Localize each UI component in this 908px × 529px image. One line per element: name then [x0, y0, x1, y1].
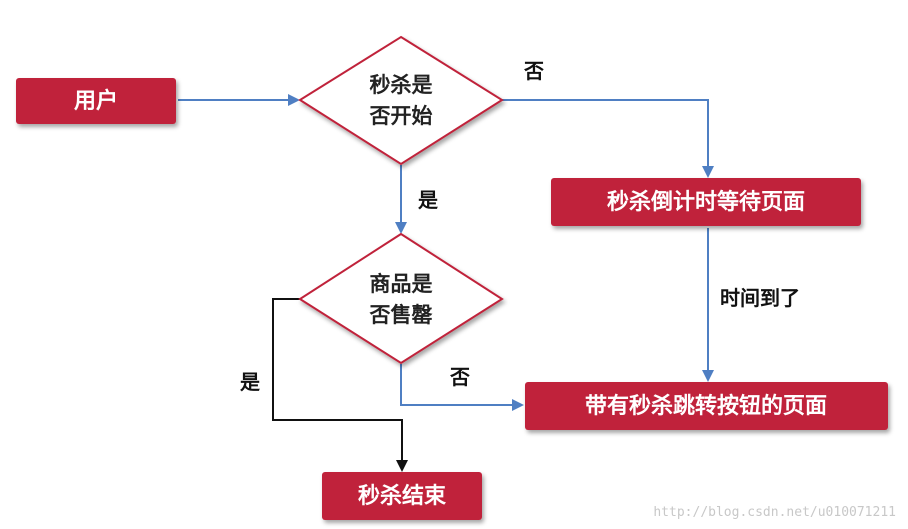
watermark: http://blog.csdn.net/u010071211 [653, 505, 896, 520]
decision-seckill-started: 秒杀是 否开始 [298, 35, 504, 166]
edge-label-no-1: 否 [523, 59, 544, 83]
edge-label-no-2: 否 [449, 365, 470, 389]
decision-seckill-started-line1: 秒杀是 [370, 73, 433, 97]
decision-sold-out-line1: 商品是 [370, 272, 433, 296]
node-countdown-page-label: 秒杀倒计时等待页面 [607, 189, 805, 215]
node-end: 秒杀结束 [322, 472, 482, 520]
node-countdown-page: 秒杀倒计时等待页面 [551, 178, 861, 226]
decision-sold-out-line2: 否售罄 [370, 303, 433, 327]
edge-soldout-no-to-jump-page [400, 364, 524, 411]
decision-seckill-started-line2: 否开始 [370, 104, 433, 128]
node-jump-page: 带有秒杀跳转按钮的页面 [525, 382, 888, 430]
edge-soldout-yes-to-end [272, 298, 408, 472]
node-user-label: 用户 [74, 88, 118, 114]
node-jump-page-label: 带有秒杀跳转按钮的页面 [585, 393, 827, 419]
node-user: 用户 [16, 78, 176, 124]
node-end-label: 秒杀结束 [358, 483, 447, 509]
edge-label-yes-2: 是 [239, 370, 260, 394]
edges [178, 94, 714, 472]
edge-start-no-to-countdown [502, 99, 714, 178]
edge-label-yes-1: 是 [417, 188, 438, 212]
decision-sold-out: 商品是 否售罄 [298, 232, 504, 365]
edge-label-time-up: 时间到了 [720, 286, 800, 310]
